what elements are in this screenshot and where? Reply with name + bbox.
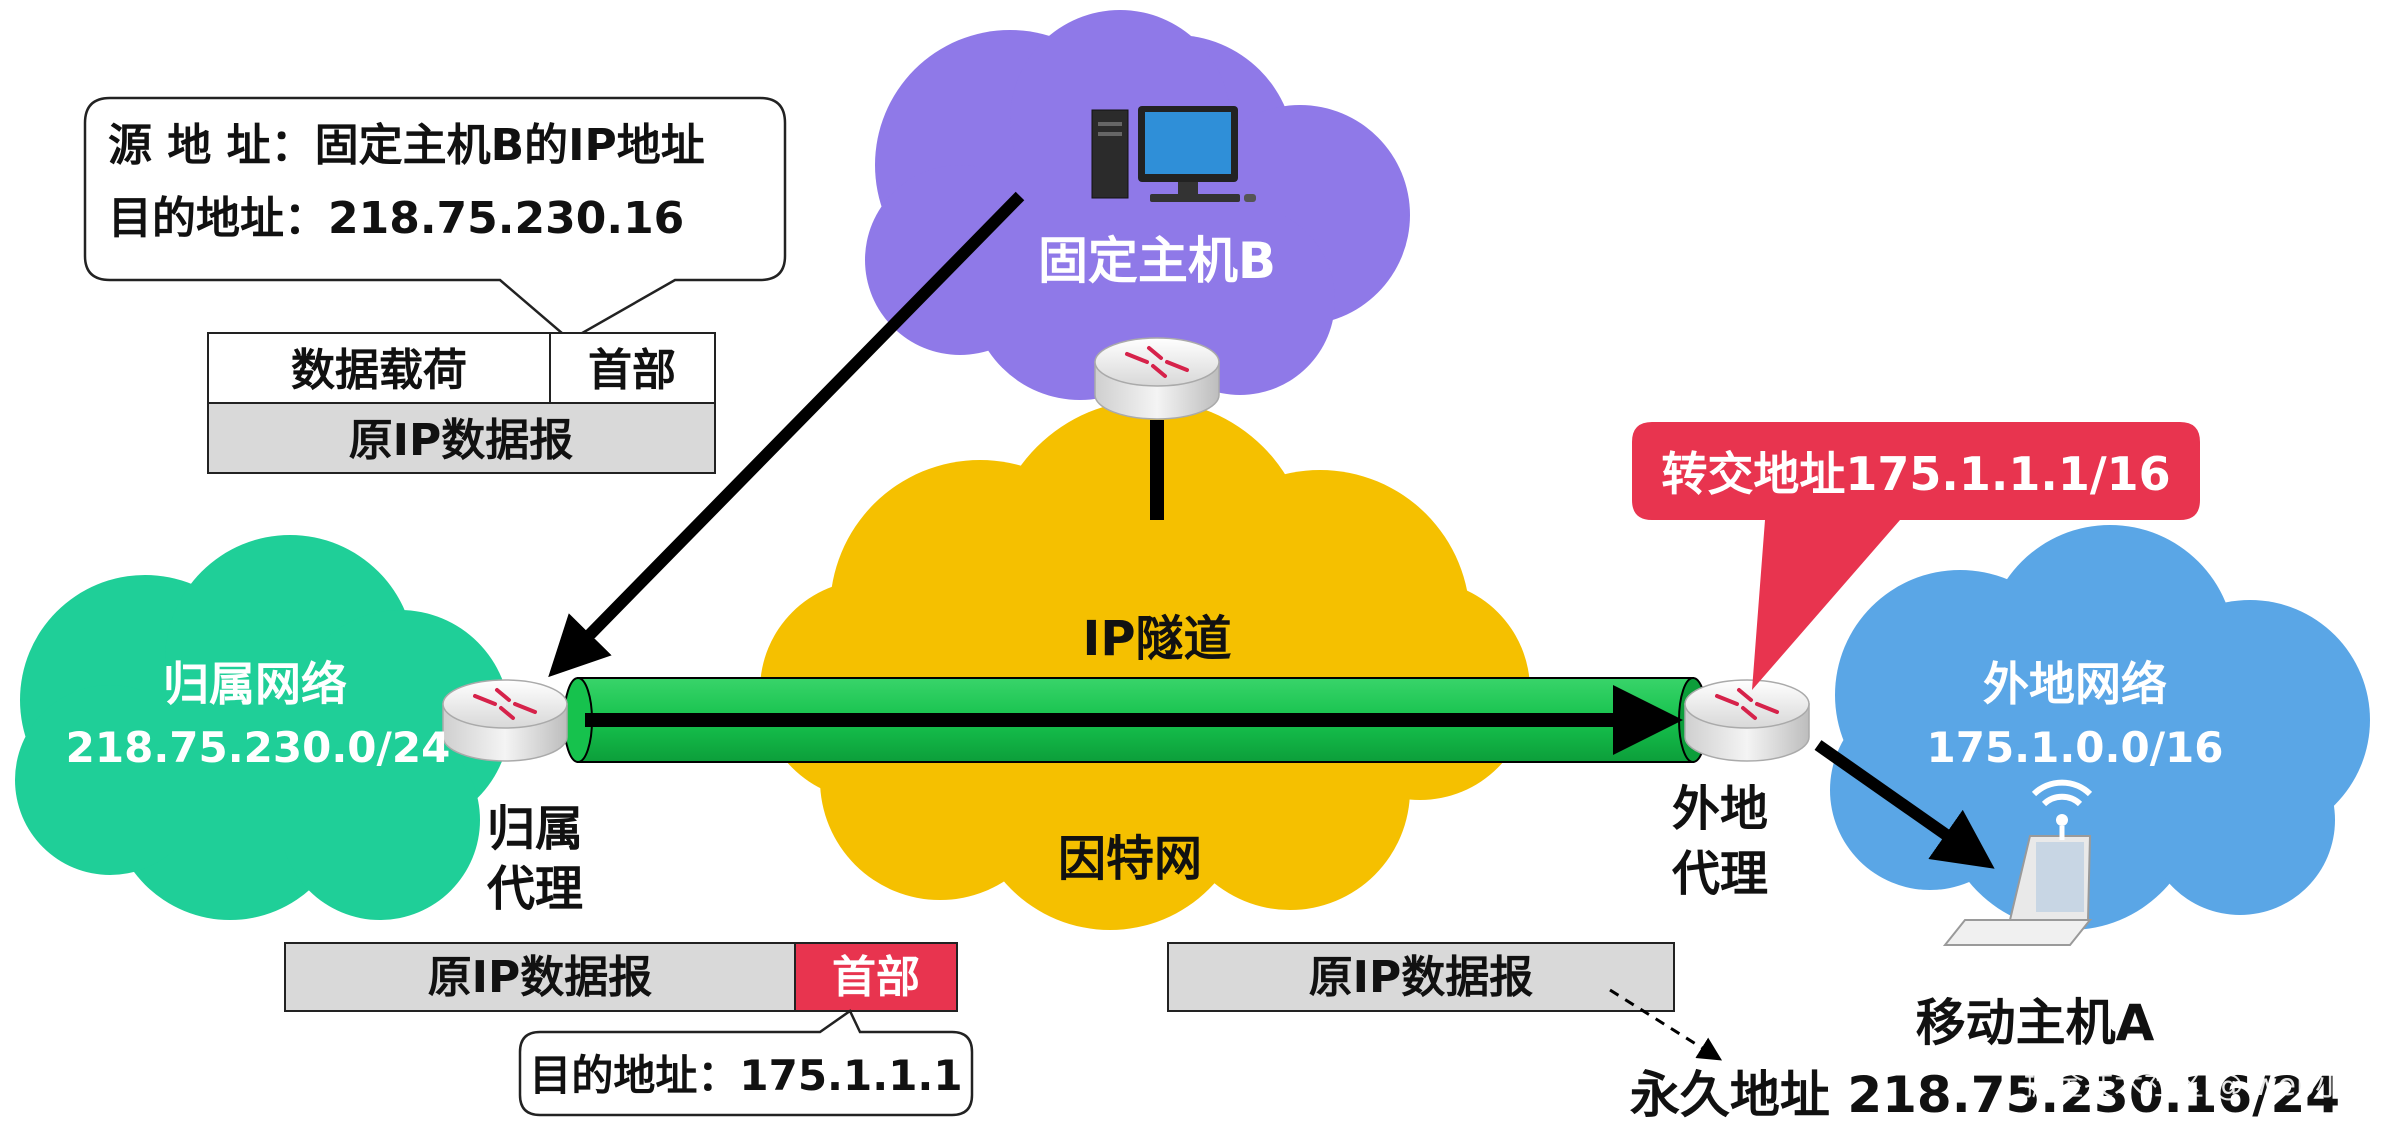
home-network-prefix: 218.75.230.0/24 [66, 723, 451, 772]
decapsulated-datagram: 原IP数据报 [1167, 942, 1675, 1012]
encap-inner-label: 原IP数据报 [428, 952, 653, 1003]
foreign-agent-line2: 代理 [1671, 846, 1768, 902]
source-callout: 源 地 址：固定主机B的IP地址 目的地址：218.75.230.16 [83, 96, 787, 342]
mobile-host-name: 移动主机A [1916, 994, 2155, 1052]
foreign-network-name: 外地网络 [1983, 657, 2167, 711]
foreign-network-prefix: 175.1.0.0/16 [1927, 723, 2224, 772]
foreign-network-cloud [1830, 525, 2370, 930]
care-of-address-label: 转交地址175.1.1.1/16 [1661, 447, 2170, 501]
router-foreign-agent [1684, 679, 1810, 762]
header-label: 首部 [588, 345, 676, 396]
source-address-line: 源 地 址：固定主机B的IP地址 [108, 120, 705, 171]
home-network-name: 归属网络 [163, 657, 347, 711]
laptop-wifi-icon [1942, 779, 2093, 946]
foreign-agent-line1: 外地 [1672, 781, 1768, 837]
orig-datagram-title: 原IP数据报 [349, 415, 574, 466]
internet-name: 因特网 [1058, 831, 1202, 887]
payload-label: 数据载荷 [291, 345, 467, 396]
dest-callout: 目的地址：175.1.1.1 [518, 1009, 974, 1117]
home-agent-line1: 归属 [487, 801, 583, 857]
original-datagram: 数据载荷 首部 原IP数据报 [207, 332, 716, 474]
arrow-foreign-to-mobile [1814, 740, 1995, 869]
encapsulated-datagram: 原IP数据报 首部 [284, 942, 958, 1012]
router-fixed-host [1094, 337, 1220, 420]
decap-label: 原IP数据报 [1309, 952, 1534, 1003]
dashed-arrow-to-mobile [1609, 988, 1723, 1061]
desktop-computer-icon [1091, 106, 1256, 202]
dest-address-text: 目的地址：175.1.1.1 [529, 1051, 962, 1100]
mobile-host-address: 永久地址 218.75.230.16/24 [1630, 1066, 2340, 1124]
arrow-b-to-home-agent [548, 191, 1025, 678]
fixed-host-label: 固定主机B [1038, 232, 1276, 290]
watermark: 掘金技术社区 @ web小张 [2024, 1068, 2375, 1103]
home-agent-line2: 代理 [486, 861, 583, 917]
home-network-cloud [15, 535, 510, 920]
ip-tunnel [563, 677, 1708, 763]
encap-header-label: 首部 [832, 952, 920, 1003]
router-home-agent [442, 679, 568, 762]
care-of-callout: 转交地址175.1.1.1/16 [1632, 422, 2200, 690]
dest-address-line: 目的地址：218.75.230.16 [108, 193, 684, 244]
ip-tunnel-label: IP隧道 [1082, 611, 1231, 667]
